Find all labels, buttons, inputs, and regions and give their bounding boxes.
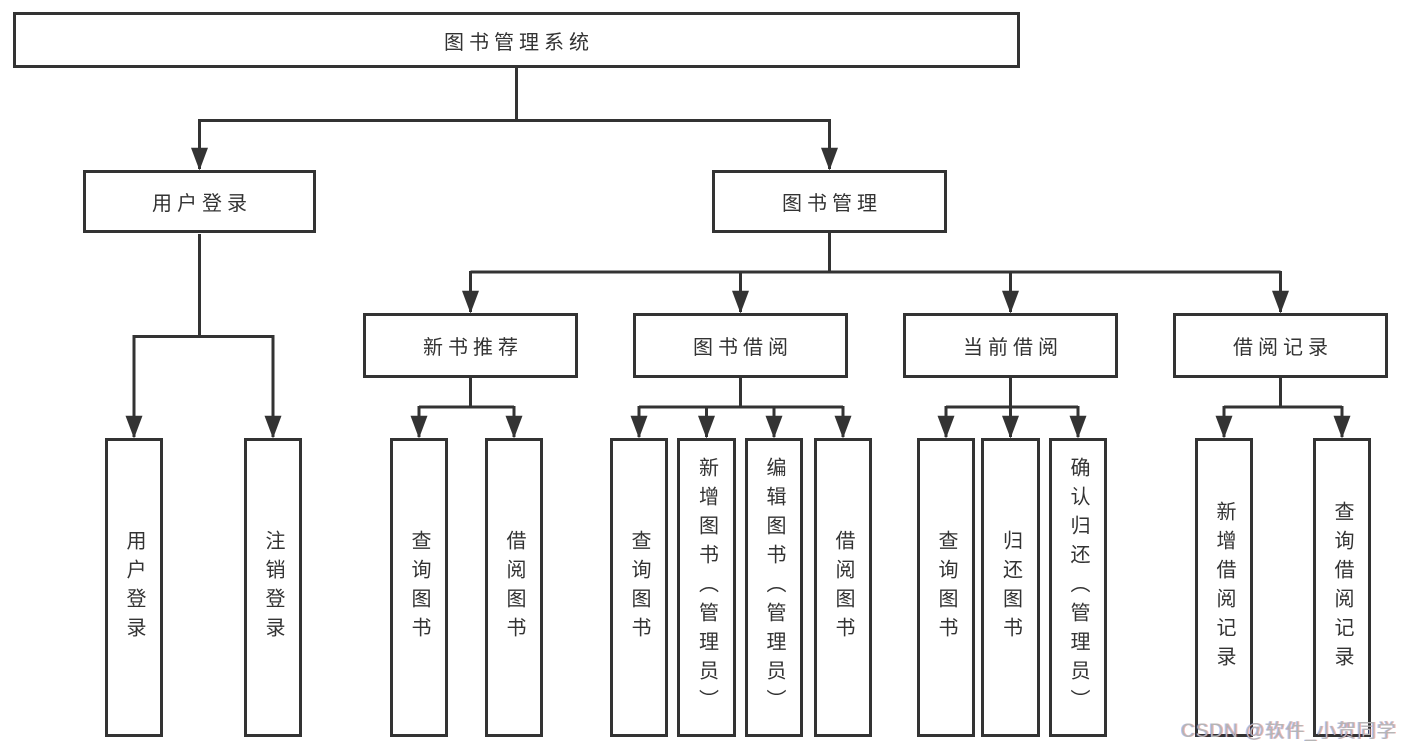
- node-current-borrow: 当前借阅: [903, 313, 1118, 378]
- leaf-borrow-books-recommend-label: 借阅图书: [503, 529, 525, 646]
- leaf-logout-label: 注销登录: [262, 529, 284, 646]
- leaf-query-books-borrow: 查询图书: [610, 438, 668, 737]
- leaf-return-books-label: 归还图书: [999, 529, 1022, 646]
- node-book-borrow-label: 图书借阅: [693, 337, 793, 359]
- leaf-query-borrow-record-label: 查询借阅记录: [1331, 500, 1353, 675]
- node-borrow-records-label: 借阅记录: [1233, 337, 1333, 359]
- leaf-borrow-books-recommend: 借阅图书: [485, 438, 543, 737]
- node-new-book-recommend-label: 新书推荐: [423, 337, 523, 359]
- leaf-logout: 注销登录: [244, 438, 302, 737]
- node-book-management-label: 图书管理: [782, 193, 882, 215]
- leaf-borrow-books-label: 借阅图书: [832, 529, 854, 646]
- node-new-book-recommend: 新书推荐: [363, 313, 578, 378]
- leaf-confirm-return-admin-label: 确认归还（管理员）: [1067, 457, 1089, 718]
- node-user-login-label: 用户登录: [152, 193, 252, 215]
- leaf-query-books-borrow-label: 查询图书: [628, 529, 650, 646]
- node-borrow-records: 借阅记录: [1173, 313, 1388, 378]
- leaf-add-books-admin-label: 新增图书（管理员）: [695, 457, 718, 718]
- leaf-add-borrow-record: 新增借阅记录: [1195, 438, 1253, 737]
- leaf-user-login: 用户登录: [105, 438, 163, 737]
- leaf-return-books: 归还图书: [981, 438, 1040, 737]
- node-user-login: 用户登录: [83, 170, 316, 233]
- leaf-query-books-current: 查询图书: [917, 438, 975, 737]
- leaf-add-borrow-record-label: 新增借阅记录: [1213, 500, 1235, 675]
- leaf-confirm-return-admin: 确认归还（管理员）: [1049, 438, 1107, 737]
- node-book-borrow: 图书借阅: [633, 313, 848, 378]
- node-current-borrow-label: 当前借阅: [963, 337, 1063, 359]
- node-root-label: 图书管理系统: [444, 31, 594, 54]
- leaf-user-login-label: 用户登录: [123, 529, 145, 646]
- leaf-edit-books-admin: 编辑图书（管理员）: [745, 438, 803, 737]
- leaf-query-books-recommend: 查询图书: [390, 438, 448, 737]
- leaf-borrow-books: 借阅图书: [814, 438, 872, 737]
- leaf-query-books-recommend-label: 查询图书: [408, 529, 430, 646]
- leaf-edit-books-admin-label: 编辑图书（管理员）: [763, 457, 785, 718]
- node-book-management: 图书管理: [712, 170, 947, 233]
- node-root-system: 图书管理系统: [13, 12, 1020, 68]
- leaf-add-books-admin: 新增图书（管理员）: [677, 438, 736, 737]
- leaf-query-books-current-label: 查询图书: [935, 529, 957, 646]
- leaf-query-borrow-record: 查询借阅记录: [1313, 438, 1371, 737]
- csdn-watermark: CSDN @软件_小贺同学: [1181, 721, 1397, 742]
